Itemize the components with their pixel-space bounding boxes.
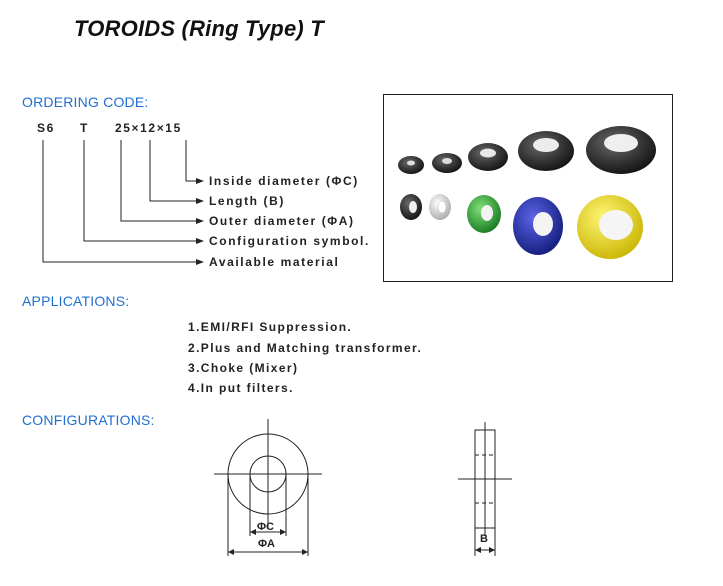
dark-toroid-1 bbox=[398, 156, 424, 174]
page-title: TOROIDS (Ring Type) T bbox=[74, 16, 324, 41]
ring-side-view bbox=[458, 422, 512, 556]
green-toroid bbox=[467, 195, 501, 233]
application-item-2: 2.Plus and Matching transformer. bbox=[188, 341, 423, 355]
yellow-toroid bbox=[577, 195, 643, 259]
dark-toroid-3 bbox=[468, 143, 508, 171]
blue-toroid bbox=[513, 197, 563, 255]
label-configuration-symbol: Configuration symbol. bbox=[209, 234, 370, 248]
label-available-material: Available material bbox=[209, 255, 340, 269]
dark-toroid-2 bbox=[432, 153, 462, 173]
code-material: S6 bbox=[37, 121, 55, 135]
toroids-illustration bbox=[398, 126, 656, 259]
code-dimensions: 25×12×15 bbox=[115, 121, 182, 135]
dim-phi-c-label: ΦC bbox=[257, 521, 274, 533]
label-length: Length (B) bbox=[209, 194, 285, 208]
label-outer-diameter: Outer diameter (ΦA) bbox=[209, 214, 355, 228]
product-photo bbox=[383, 94, 673, 282]
configurations-heading: CONFIGURATIONS: bbox=[22, 412, 155, 428]
applications-heading: APPLICATIONS: bbox=[22, 293, 130, 309]
dark-small-toroid bbox=[400, 194, 422, 220]
application-item-1: 1.EMI/RFI Suppression. bbox=[188, 320, 353, 334]
ring-front-view bbox=[214, 419, 322, 556]
dark-toroid-4 bbox=[518, 131, 574, 171]
application-item-4: 4.In put filters. bbox=[188, 381, 294, 395]
code-config: T bbox=[80, 121, 89, 135]
white-toroid bbox=[429, 194, 451, 220]
label-inside-diameter: Inside diameter (ΦC) bbox=[209, 174, 359, 188]
ordering-code-heading: ORDERING CODE: bbox=[22, 94, 149, 110]
dim-b-label: B bbox=[480, 533, 488, 545]
application-item-3: 3.Choke (Mixer) bbox=[188, 361, 299, 375]
dim-phi-a-label: ΦA bbox=[258, 538, 275, 550]
dark-toroid-5 bbox=[586, 126, 656, 174]
